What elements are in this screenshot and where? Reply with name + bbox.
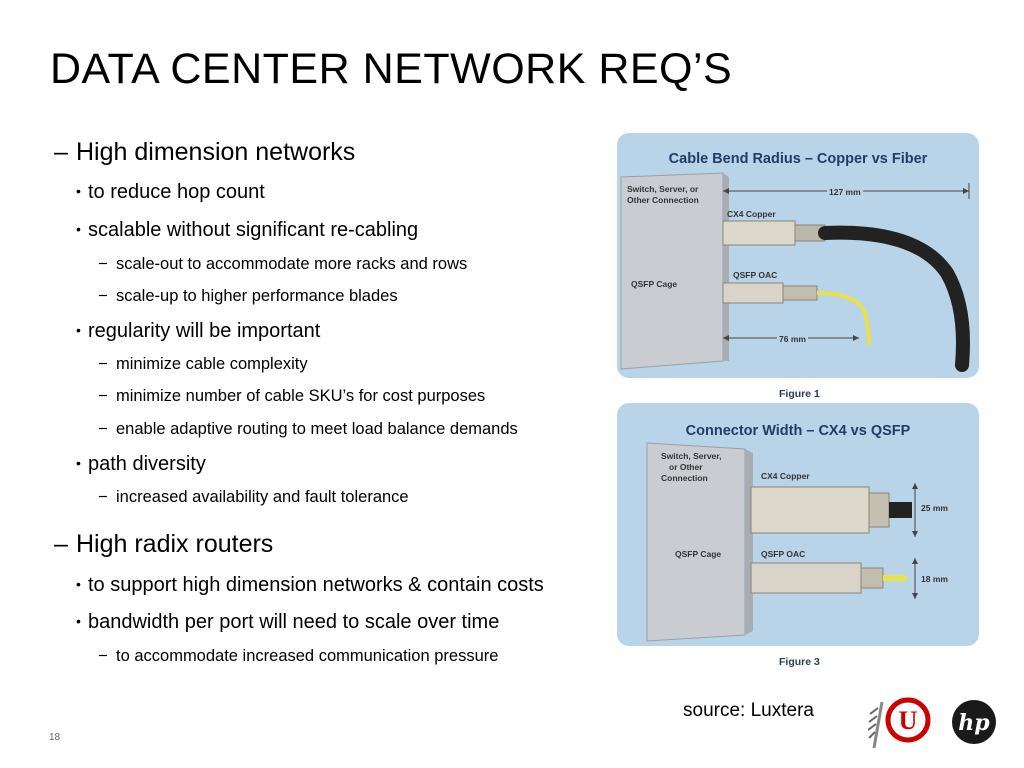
bullet-min-sku: −minimize number of cable SKU’s for cost…: [98, 387, 486, 405]
bullet-min-complexity: −minimize cable complexity: [98, 355, 308, 373]
dash-marker: −: [98, 255, 108, 273]
figure3-illustration: [646, 442, 918, 642]
page-number: 18: [49, 732, 61, 743]
bullet-support: •to support high dimension networks & co…: [76, 574, 544, 596]
bullet-scalable: •scalable without significant re-cabling: [76, 219, 419, 241]
qsfp-oac-label: QSFP OAC: [761, 549, 806, 559]
figure3-caption: Figure 3: [779, 656, 820, 668]
dash-marker: −: [98, 287, 108, 305]
switch-label: Switch, Server, or: [627, 184, 699, 194]
switch-label: Other Connection: [627, 195, 699, 205]
dimension-label: 18 mm: [921, 574, 948, 584]
bullet-high-dimension: –High dimension networks: [54, 138, 356, 166]
dot-marker: •: [76, 183, 81, 199]
switch-label: Connection: [661, 473, 708, 483]
dash-marker: −: [98, 488, 108, 506]
qsfp-cage-label: QSFP Cage: [675, 549, 722, 559]
hp-logo-letters: hp: [958, 710, 990, 736]
figure-connector-width: Connector Width – CX4 vs QSFP Switch, Se…: [617, 403, 979, 646]
utah-logo-letter: U: [899, 706, 918, 735]
dash-marker: −: [98, 355, 108, 373]
bullet-availability: −increased availability and fault tolera…: [98, 488, 409, 506]
dimension-label: 25 mm: [921, 503, 948, 513]
cx4-label: CX4 Copper: [761, 471, 810, 481]
bullet-scale-up: −scale-up to higher performance blades: [98, 287, 398, 305]
dot-marker: •: [76, 576, 81, 592]
figure1-illustration: [620, 172, 970, 372]
dash-marker: −: [98, 420, 108, 438]
figure1-title: Cable Bend Radius – Copper vs Fiber: [668, 151, 928, 167]
bullet-adaptive: −enable adaptive routing to meet load ba…: [98, 420, 518, 438]
dimension-label: 127 mm: [827, 187, 863, 197]
dot-marker: •: [76, 221, 81, 237]
figure-cable-bend-radius: Cable Bend Radius – Copper vs Fiber Swit…: [617, 133, 979, 378]
dash-marker: –: [54, 138, 68, 166]
bullet-regularity: •regularity will be important: [76, 320, 321, 342]
dash-marker: –: [54, 530, 68, 558]
bullet-pressure: −to accommodate increased communication …: [98, 647, 499, 665]
bullet-scale-out: −scale-out to accommodate more racks and…: [98, 255, 468, 273]
dash-marker: −: [98, 647, 108, 665]
figure3-title: Connector Width – CX4 vs QSFP: [685, 423, 911, 439]
qsfp-oac-label: QSFP OAC: [733, 270, 778, 280]
dimension-label: 76 mm: [777, 334, 808, 344]
dot-marker: •: [76, 322, 81, 338]
dash-marker: −: [98, 387, 108, 405]
switch-label: Switch, Server,: [661, 451, 722, 461]
dot-marker: •: [76, 613, 81, 629]
bullet-path-diversity: •path diversity: [76, 453, 206, 475]
bullet-high-radix: –High radix routers: [54, 530, 274, 558]
cx4-label: CX4 Copper: [727, 209, 776, 219]
figure1-caption: Figure 1: [779, 388, 820, 400]
utah-logo-icon: U: [868, 697, 931, 749]
bullet-bandwidth: •bandwidth per port will need to scale o…: [76, 611, 500, 633]
source-credit: source: Luxtera: [683, 700, 814, 721]
qsfp-cage-label: QSFP Cage: [631, 279, 678, 289]
slide-title: DATA CENTER NETWORK REQ’S: [50, 45, 733, 93]
dot-marker: •: [76, 455, 81, 471]
switch-label: or Other: [669, 462, 703, 472]
bullet-reduce-hop: •to reduce hop count: [76, 181, 265, 203]
hp-logo-icon: hp: [952, 700, 996, 744]
